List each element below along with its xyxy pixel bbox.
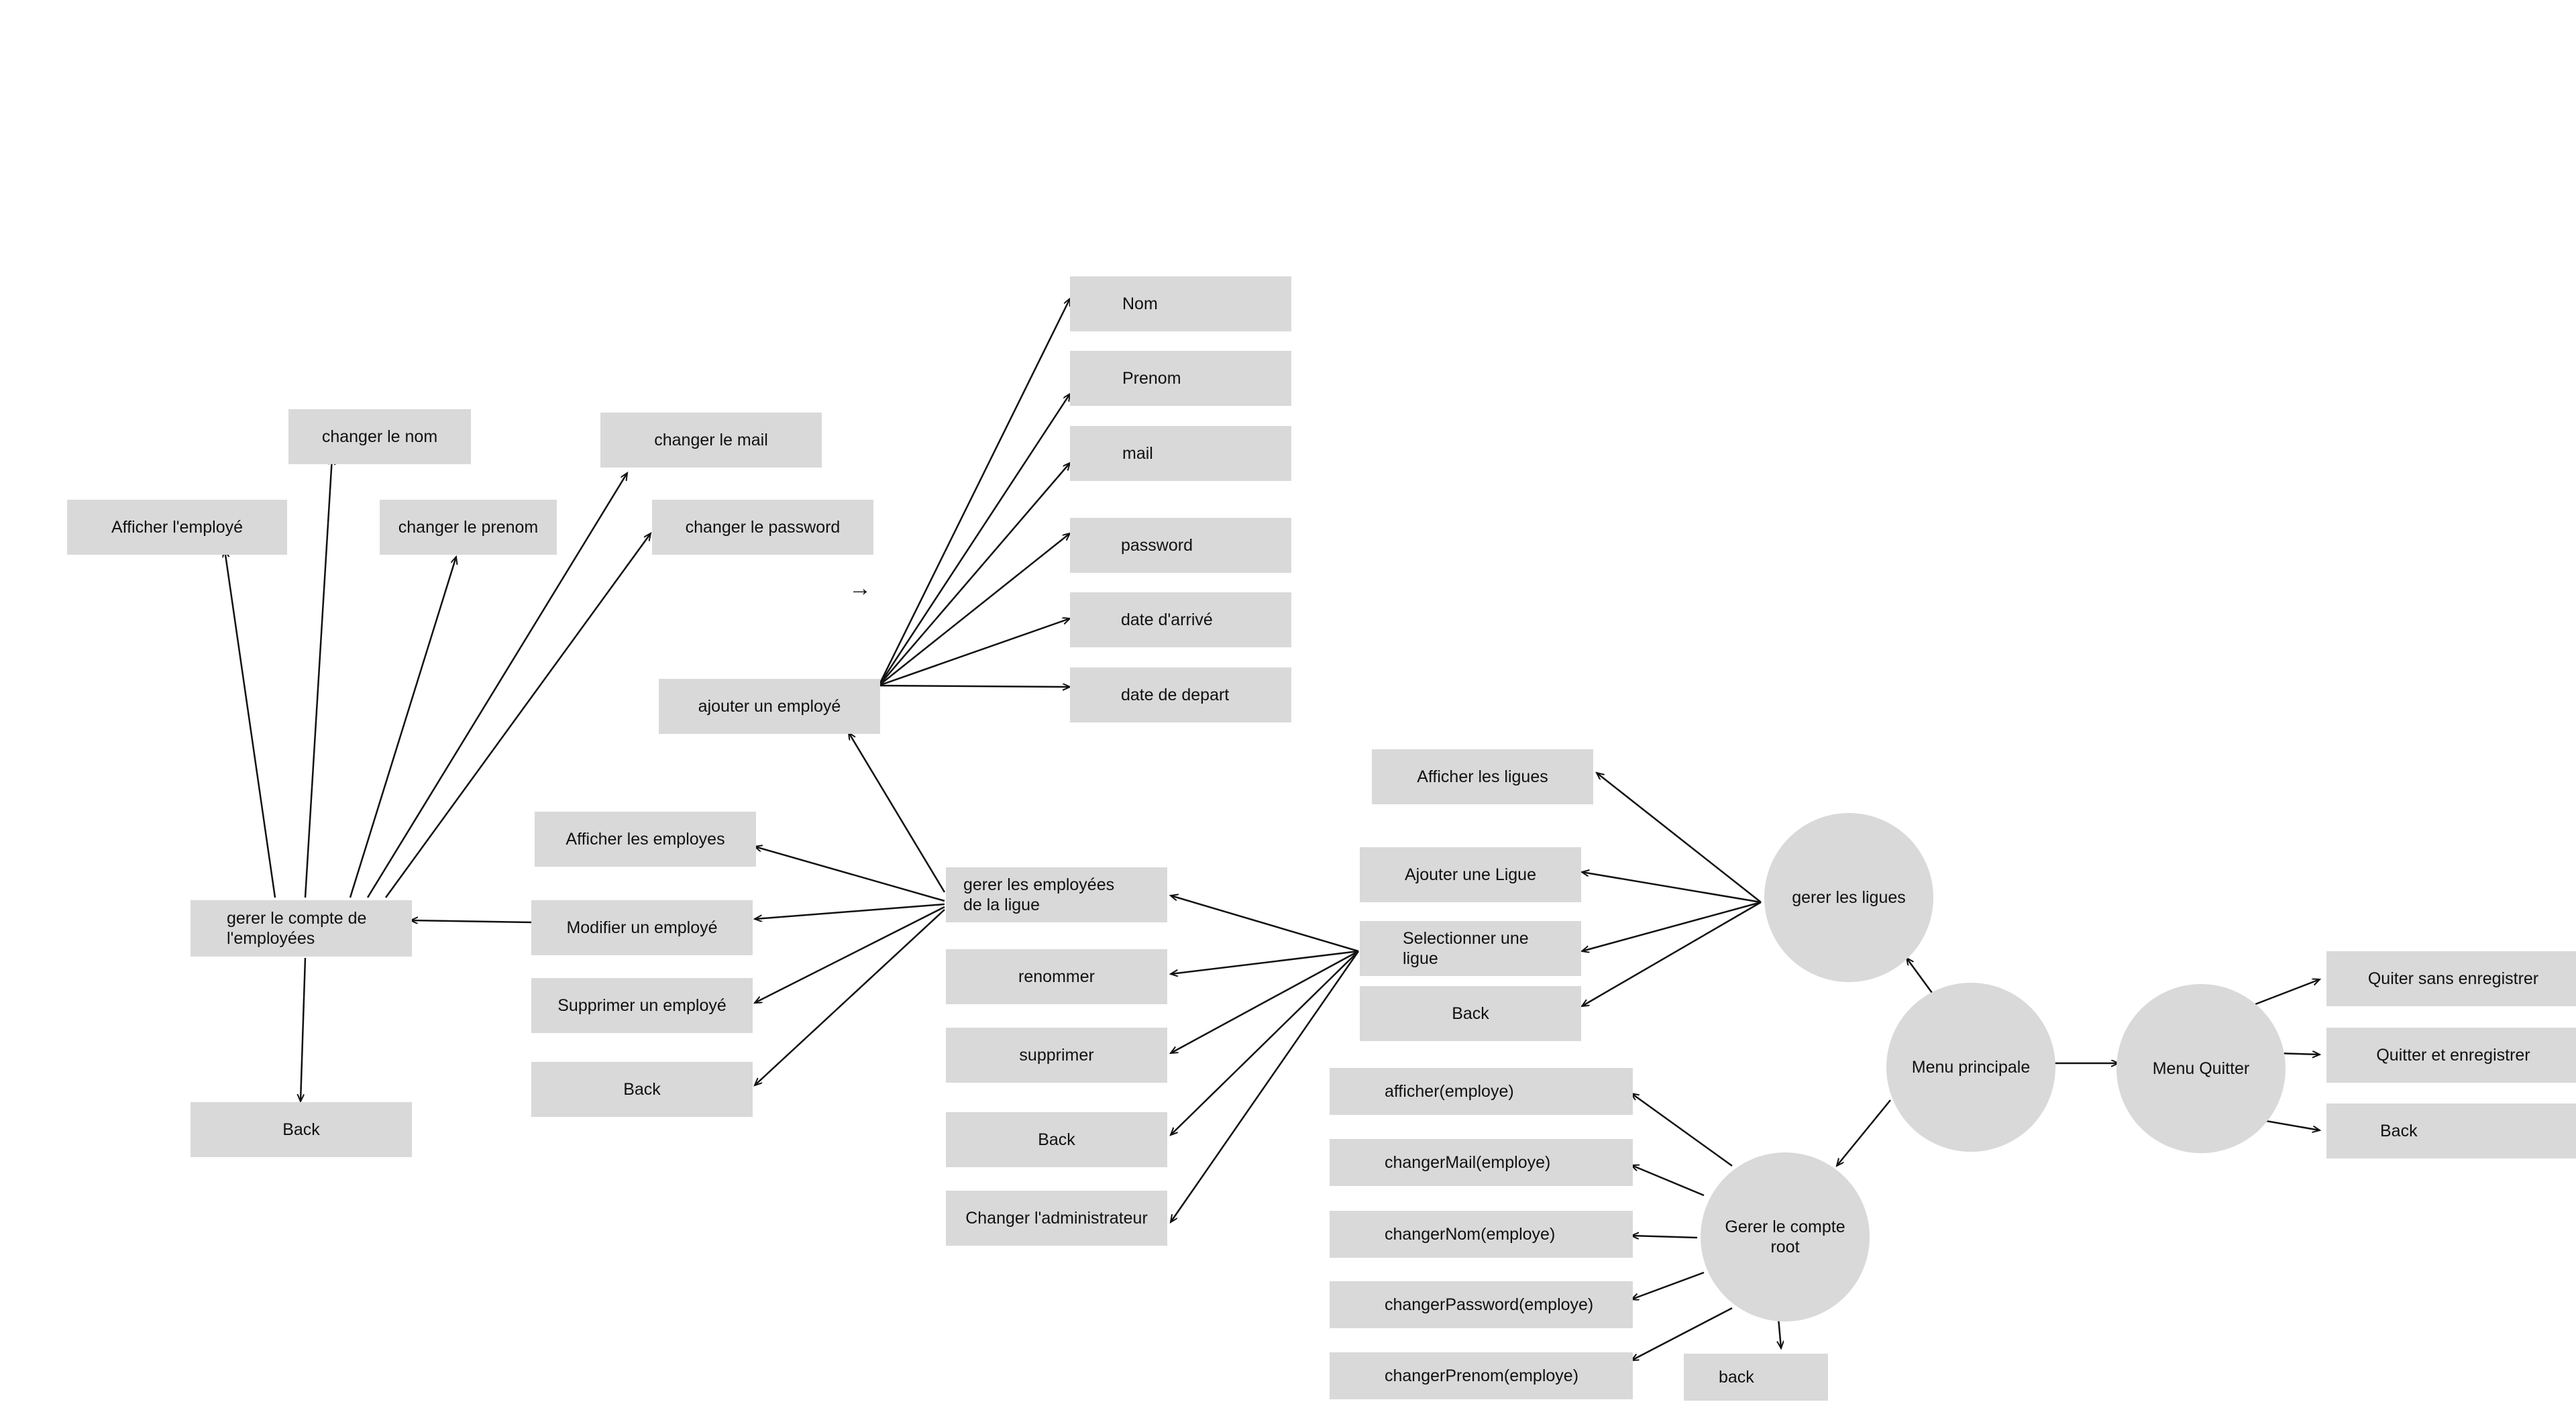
node-changer-mail-fn: changerMail(employe) — [1330, 1139, 1633, 1186]
edge-ligue-to-ajouter — [849, 733, 946, 893]
edge-ajouter-to-prenom — [877, 394, 1070, 686]
edge-ligue-to-back — [755, 909, 945, 1085]
node-gerer-compte-root: Gerer le compte root — [1701, 1152, 1870, 1321]
edge-compte-to-changer-prenom — [349, 557, 456, 898]
node-prenom: Prenom — [1070, 351, 1291, 406]
edge-selection-to-supprimer — [1171, 950, 1359, 1053]
node-back-root: back — [1684, 1354, 1828, 1401]
node-afficher-les-employes: Afficher les employes — [535, 812, 756, 867]
edge-ligue-to-afficher-employes — [755, 847, 945, 902]
node-quitter-et-enregistrer: Quitter et enregistrer — [2326, 1028, 2576, 1083]
node-menu-quitter: Menu Quitter — [2116, 984, 2286, 1153]
node-changer-prenom-fn: changerPrenom(employe) — [1330, 1352, 1633, 1399]
node-back-quitter: Back — [2326, 1103, 2576, 1158]
edge-ligues-to-ajouter — [1582, 872, 1762, 904]
node-changer-password: changer le password — [652, 500, 873, 555]
edge-ajouter-to-mail — [878, 463, 1070, 686]
edge-compte-to-changer-mail — [366, 473, 627, 898]
edge-menu-to-ligues — [1907, 958, 1933, 993]
node-gerer-employees-ligue: gerer les employées de la ligue — [946, 867, 1167, 922]
node-afficher-ligues: Afficher les ligues — [1372, 749, 1593, 804]
node-ajouter-ligue: Ajouter une Ligue — [1360, 847, 1581, 902]
node-date-depart: date de depart — [1070, 667, 1291, 722]
edge-ajouter-to-password — [878, 533, 1070, 686]
node-supprimer: supprimer — [946, 1028, 1167, 1083]
node-ajouter-employe: ajouter un employé — [659, 679, 880, 734]
edge-root-to-afficher — [1631, 1093, 1733, 1167]
node-back-ligues: Back — [1360, 986, 1581, 1041]
node-gerer-compte-employees: gerer le compte de l'employées — [191, 900, 412, 957]
edge-quitter-to-sans — [2255, 979, 2320, 1006]
edge-root-to-prenom — [1631, 1307, 1733, 1360]
edge-ligues-to-selectionner — [1582, 901, 1762, 951]
node-afficher-employe-fn: afficher(employe) — [1330, 1068, 1633, 1115]
edge-root-to-back — [1778, 1317, 1781, 1348]
edge-modifier-to-compte — [411, 920, 534, 922]
node-supprimer-employe: Supprimer un employé — [531, 978, 753, 1033]
node-password: password — [1070, 518, 1291, 573]
node-renommer: renommer — [946, 949, 1167, 1004]
node-changer-nom-fn: changerNom(employe) — [1330, 1211, 1633, 1258]
node-quitter-sans-enregistrer: Quiter sans enregistrer — [2326, 951, 2576, 1006]
node-selectionner-ligue: Selectionner une ligue — [1360, 921, 1581, 976]
edge-root-to-mail — [1631, 1165, 1705, 1197]
node-nom: Nom — [1070, 276, 1291, 331]
node-afficher-employe: Afficher l'employé — [67, 500, 287, 555]
edge-ligue-to-modifier — [755, 903, 945, 919]
edge-menu-to-root — [1837, 1099, 1891, 1166]
node-changer-prenom: changer le prenom — [380, 500, 557, 555]
node-changer-nom: changer le nom — [288, 409, 471, 464]
node-changer-mail: changer le mail — [600, 413, 822, 468]
edge-compte-to-back — [301, 957, 307, 1101]
node-mail: mail — [1070, 426, 1291, 481]
edge-compte-to-changer-nom — [304, 457, 332, 898]
edge-selection-to-administrateur — [1171, 951, 1360, 1222]
node-date-arrive: date d'arrivé — [1070, 592, 1291, 647]
edge-root-to-password — [1631, 1271, 1705, 1299]
edge-selection-to-back — [1171, 951, 1359, 1135]
edge-ligues-to-afficher — [1597, 773, 1762, 903]
edge-ligue-to-supprimer — [755, 906, 945, 1004]
node-back-middle: Back — [946, 1112, 1167, 1167]
node-back-middle-left: Back — [531, 1062, 753, 1117]
edge-selection-to-gerer-employees — [1171, 896, 1359, 953]
stray-arrow-glyph: → — [849, 576, 871, 601]
edge-ajouter-to-nom — [877, 299, 1071, 686]
node-menu-principale: Menu principale — [1886, 983, 2055, 1152]
edge-compte-to-changer-password — [384, 533, 651, 898]
node-modifier-employe: Modifier un employé — [531, 900, 753, 955]
node-gerer-ligues: gerer les ligues — [1764, 813, 1933, 982]
edge-selection-to-renommer — [1171, 950, 1359, 974]
edge-ajouter-to-date-arrive — [878, 618, 1070, 687]
edge-ligues-to-back — [1582, 901, 1762, 1006]
edge-compte-to-afficher-employe — [225, 550, 276, 898]
edge-root-to-nom — [1631, 1236, 1698, 1238]
edge-quitter-to-back — [2261, 1119, 2320, 1130]
node-changer-password-fn: changerPassword(employe) — [1330, 1281, 1633, 1328]
node-back-left: Back — [191, 1102, 412, 1157]
node-changer-administrateur: Changer l'administrateur — [946, 1191, 1167, 1246]
edge-ajouter-to-date-depart — [878, 686, 1070, 687]
